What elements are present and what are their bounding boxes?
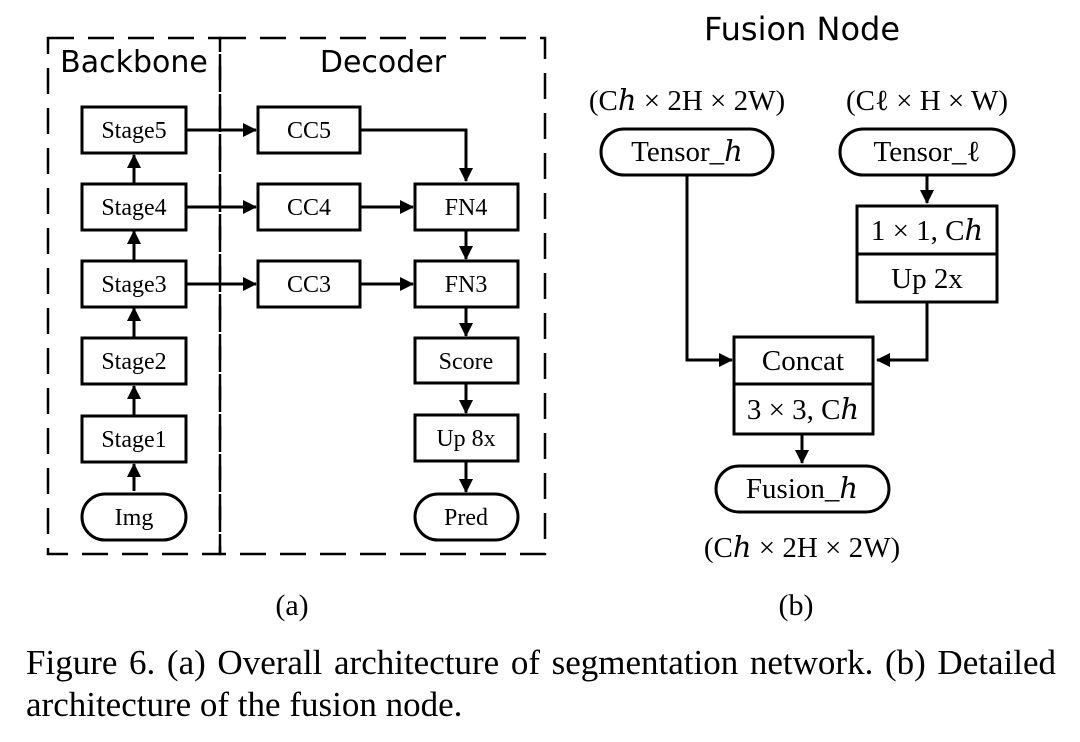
node-tensor-low-label: Tensor_ℓ (874, 136, 981, 168)
node-tensor-low (838, 127, 1016, 177)
node-up2x-label: Up 2x (891, 263, 963, 295)
node-stage3 (80, 259, 188, 309)
node-cc3 (256, 259, 362, 309)
node-img (80, 492, 188, 542)
node-stage2-label: Stage2 (101, 349, 166, 375)
node-stage1 (80, 414, 188, 464)
figure-caption: Figure 6. (a) Overall architecture of se… (26, 643, 1056, 724)
node-img-label: Img (115, 505, 154, 531)
node-cc5-label: CC5 (287, 118, 331, 144)
dim-out-label: (Cℎ × 2H × 2W) (704, 532, 900, 564)
node-stage3-label: Stage3 (101, 272, 166, 298)
node-stage4 (80, 182, 188, 232)
node-score (413, 336, 520, 385)
node-fn4 (413, 182, 520, 232)
dim-low-label: (Cℓ × H × W) (846, 85, 1008, 117)
node-tensor-high-label: Tensor_ℎ (631, 136, 743, 168)
node-concat-label: Concat (762, 345, 844, 377)
node-fn3 (413, 259, 520, 309)
node-stage5 (80, 105, 188, 155)
edge-cc5-fn4 (360, 128, 473, 182)
panel-a: Backbone Decoder Stage5 Stage4 Stage3 St… (46, 36, 547, 622)
dim-high-label: (Cℎ × 2H × 2W) (589, 85, 785, 117)
node-cc5 (256, 105, 362, 155)
edge-up2x-concat (876, 302, 929, 367)
panel-b: Fusion Node (Cℎ × 2H × 2W) (Cℓ × H × W) … (589, 10, 1016, 622)
backbone-group-border (46, 36, 222, 556)
decoder-title: Decoder (320, 45, 447, 80)
node-tensor-high (599, 127, 775, 177)
edge-tensor-high-concat (685, 175, 733, 367)
node-cc4 (256, 182, 362, 232)
node-cc4-label: CC4 (287, 195, 331, 221)
node-score-label: Score (439, 349, 494, 375)
node-pred-label: Pred (444, 505, 488, 531)
backbone-title: Backbone (60, 45, 208, 80)
node-conv1x1-label: 1 × 1, Cℎ (871, 215, 983, 247)
node-conv3x3-label: 3 × 3, Cℎ (747, 394, 859, 426)
node-up8x-label: Up 8x (436, 426, 495, 452)
node-stage5-label: Stage5 (101, 118, 166, 144)
node-fn4-label: FN4 (445, 195, 488, 221)
decoder-title-bg (300, 42, 460, 82)
panel-b-label: (b) (779, 589, 814, 622)
node-stage1-label: Stage1 (101, 427, 166, 453)
backbone-title-bg (58, 42, 208, 82)
node-fusion-label: Fusion_ℎ (746, 473, 858, 505)
node-stage2 (80, 336, 188, 386)
fusion-node-title: Fusion Node (704, 10, 900, 48)
decoder-group-border (218, 36, 547, 556)
node-stage4-label: Stage4 (101, 195, 166, 221)
node-fn3-label: FN3 (445, 272, 488, 298)
node-fusion (714, 464, 891, 514)
node-pred (413, 492, 520, 542)
node-cc3-label: CC3 (287, 272, 331, 298)
panel-a-label: (a) (275, 589, 308, 622)
node-up8x (413, 413, 520, 463)
